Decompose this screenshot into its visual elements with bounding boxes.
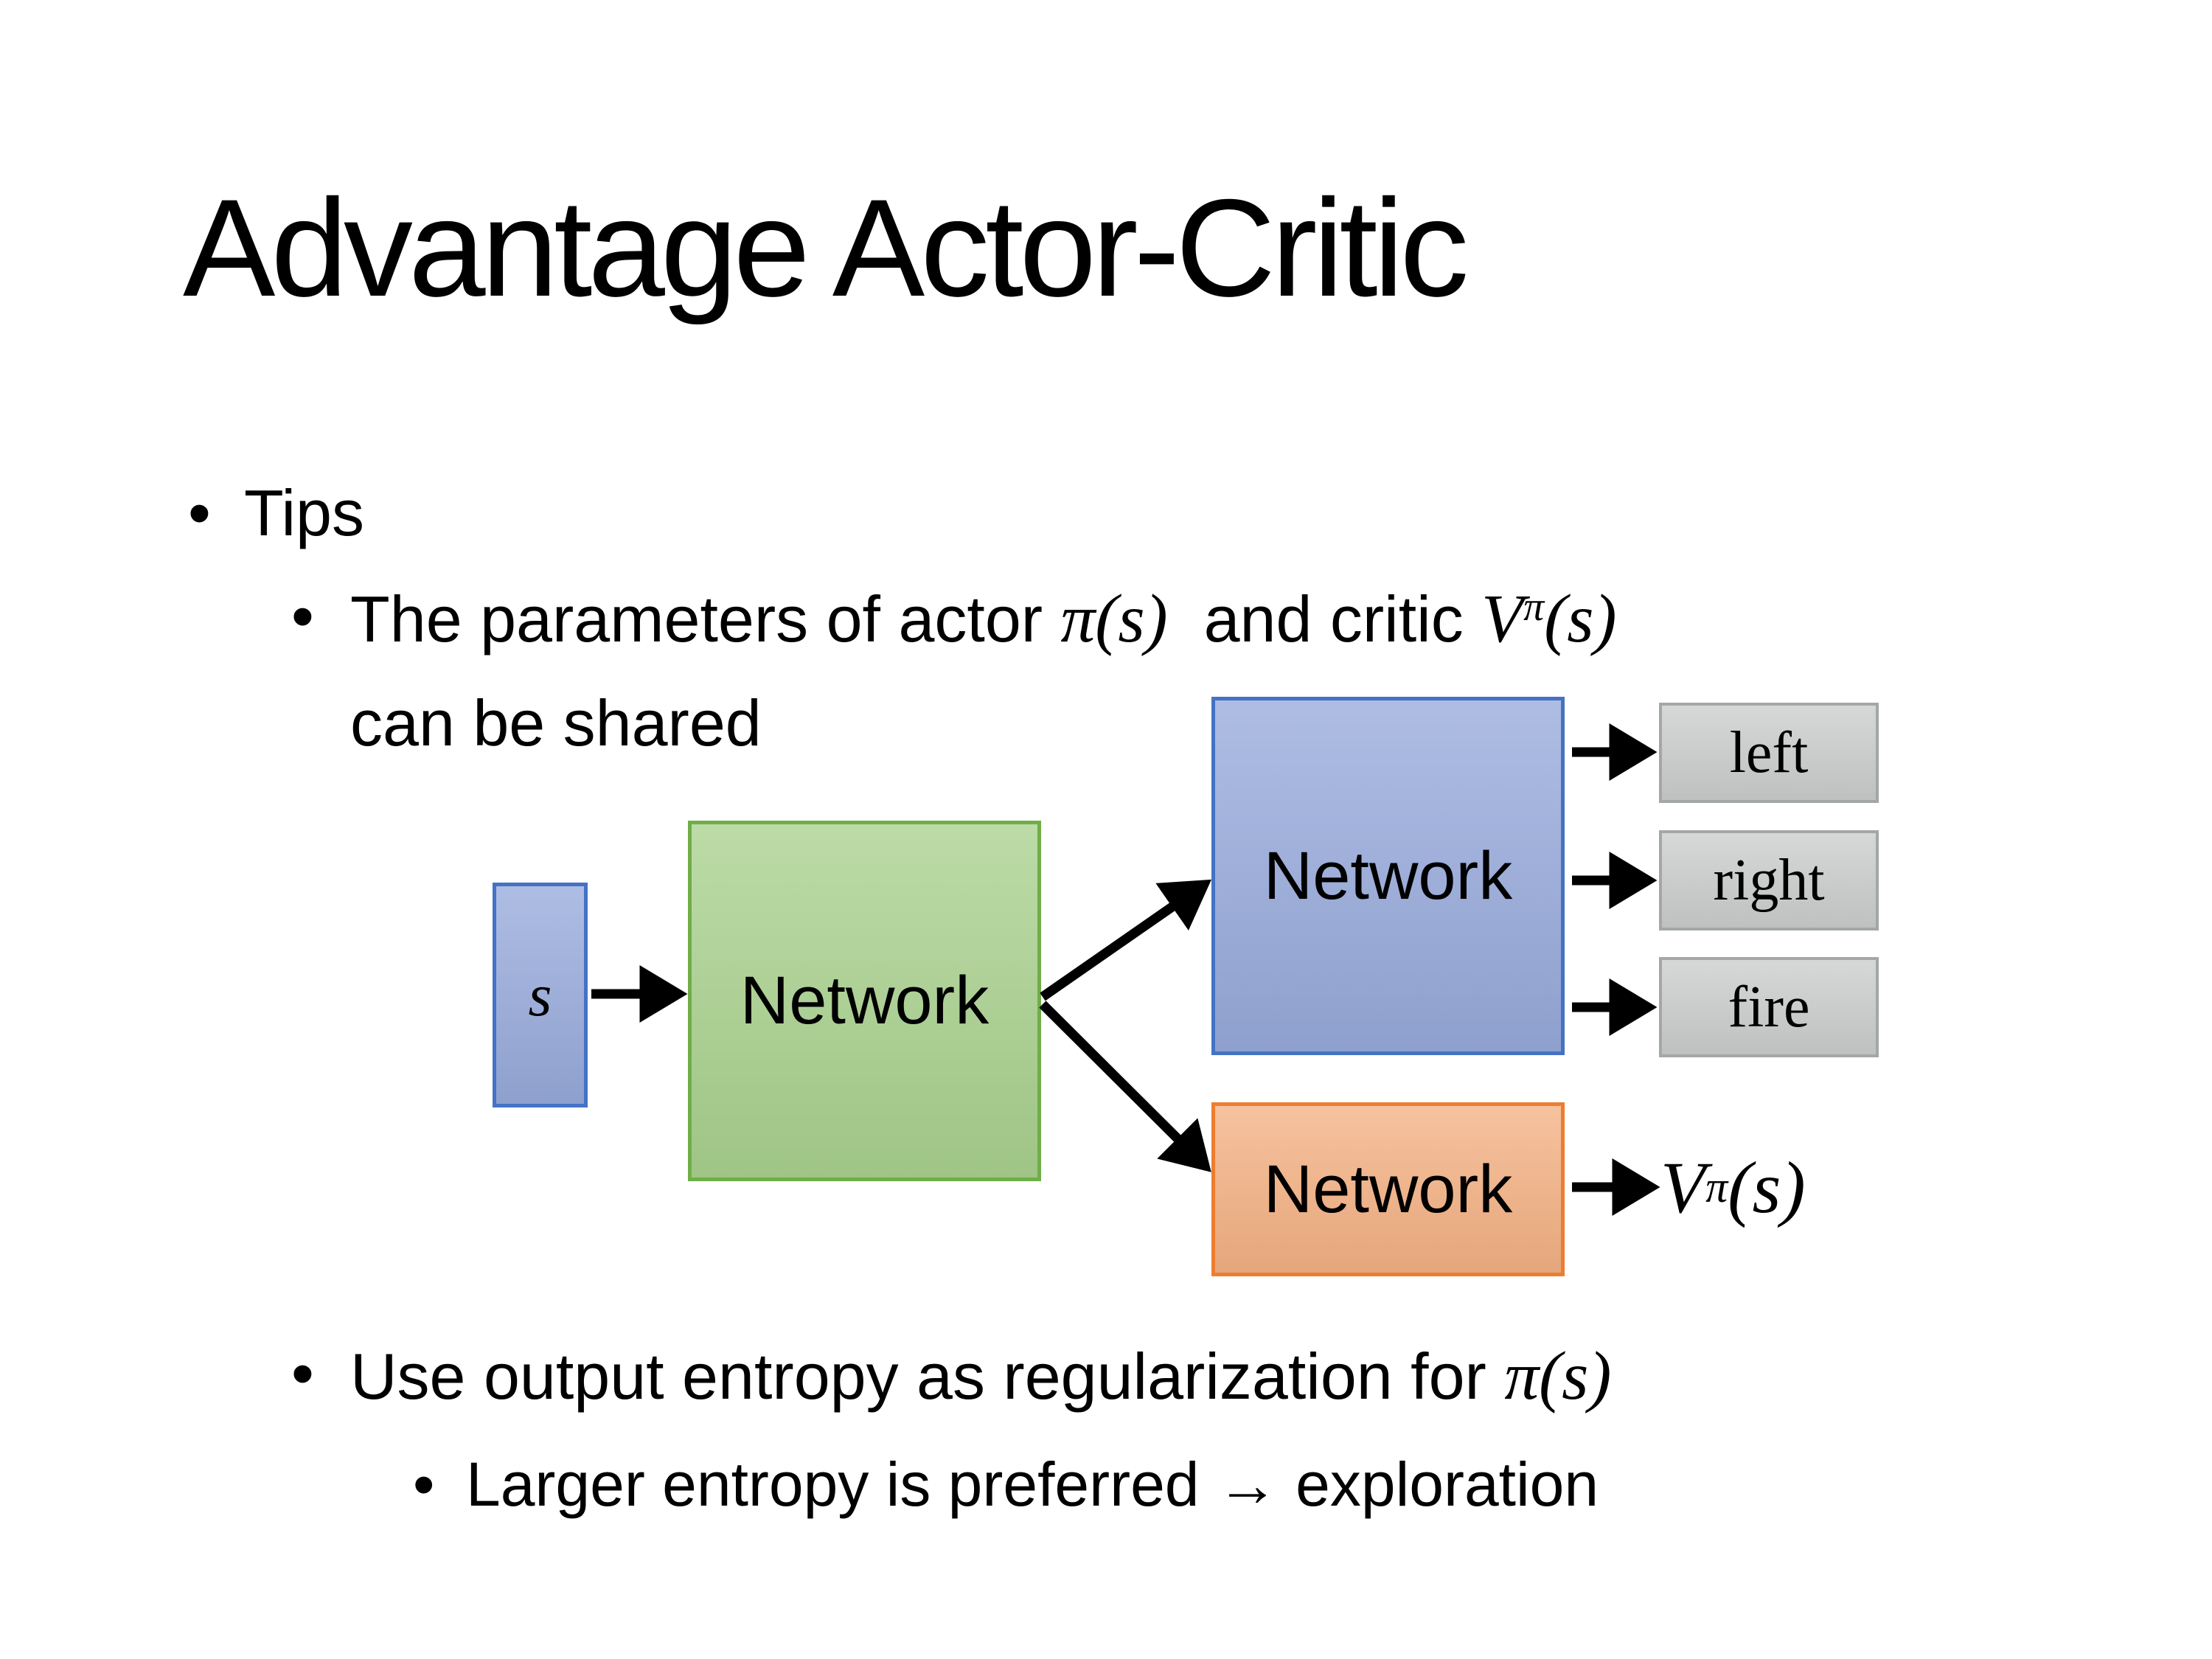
bullet-shared-parameters: • The parameters of actor π(s) and criti… [291, 566, 2061, 773]
actor-network-label: Network [1263, 838, 1513, 914]
bullet-dot: • [188, 476, 211, 549]
action-box-left: left [1659, 703, 1879, 803]
critic-network-box: Network [1211, 1102, 1565, 1276]
bullet-dot: • [291, 1337, 314, 1410]
action-box-fire: fire [1659, 957, 1879, 1057]
shared-line2: can be shared [350, 686, 762, 759]
critic-network-label: Network [1263, 1151, 1513, 1227]
critic-args: (s) [1544, 581, 1617, 657]
entropy-math: π(s) [1504, 1338, 1612, 1414]
bullet-exploration: • Larger entropy is preferred → explorat… [413, 1436, 1599, 1532]
exploration-label: Larger entropy is preferred → exploratio… [466, 1450, 1599, 1519]
tips-label: Tips [244, 476, 364, 549]
slide-title: Advantage Actor-Critic [183, 170, 1469, 325]
action-box-right: right [1659, 830, 1879, 931]
shared-network-label: Network [740, 963, 990, 1038]
bullet-dot: • [413, 1450, 435, 1519]
actor-network-box: Network [1211, 697, 1565, 1055]
action-label-right: right [1713, 847, 1825, 913]
state-box: s [493, 883, 588, 1107]
actor-math: π(s) [1060, 581, 1168, 657]
arrow-shared-to-critic-network [1039, 1001, 1211, 1172]
bullet-entropy: • Use output entropy as regularization f… [291, 1324, 1611, 1430]
action-label-left: left [1729, 720, 1809, 785]
critic-sup: π [1523, 583, 1545, 630]
entropy-text: Use output entropy as regularization for… [350, 1324, 1611, 1430]
critic-base: V [1481, 581, 1524, 657]
shared-parameters-text: The parameters of actor π(s) and critic … [350, 566, 1617, 773]
bullet-dot: • [291, 580, 314, 653]
critic-math: Vπ(s) [1481, 581, 1616, 657]
value-args: (s) [1728, 1146, 1806, 1228]
shared-network-box: Network [688, 821, 1041, 1181]
action-label-fire: fire [1728, 974, 1810, 1040]
entropy-pre: Use output entropy as regularization for [350, 1340, 1505, 1413]
shared-pre: The parameters of actor [350, 582, 1061, 655]
shared-mid: and critic [1167, 582, 1482, 655]
arrow-shared-to-actor-network [1040, 879, 1212, 1001]
bullet-tips: • Tips [188, 463, 364, 563]
value-base: V [1660, 1146, 1706, 1228]
state-label: s [528, 961, 552, 1029]
